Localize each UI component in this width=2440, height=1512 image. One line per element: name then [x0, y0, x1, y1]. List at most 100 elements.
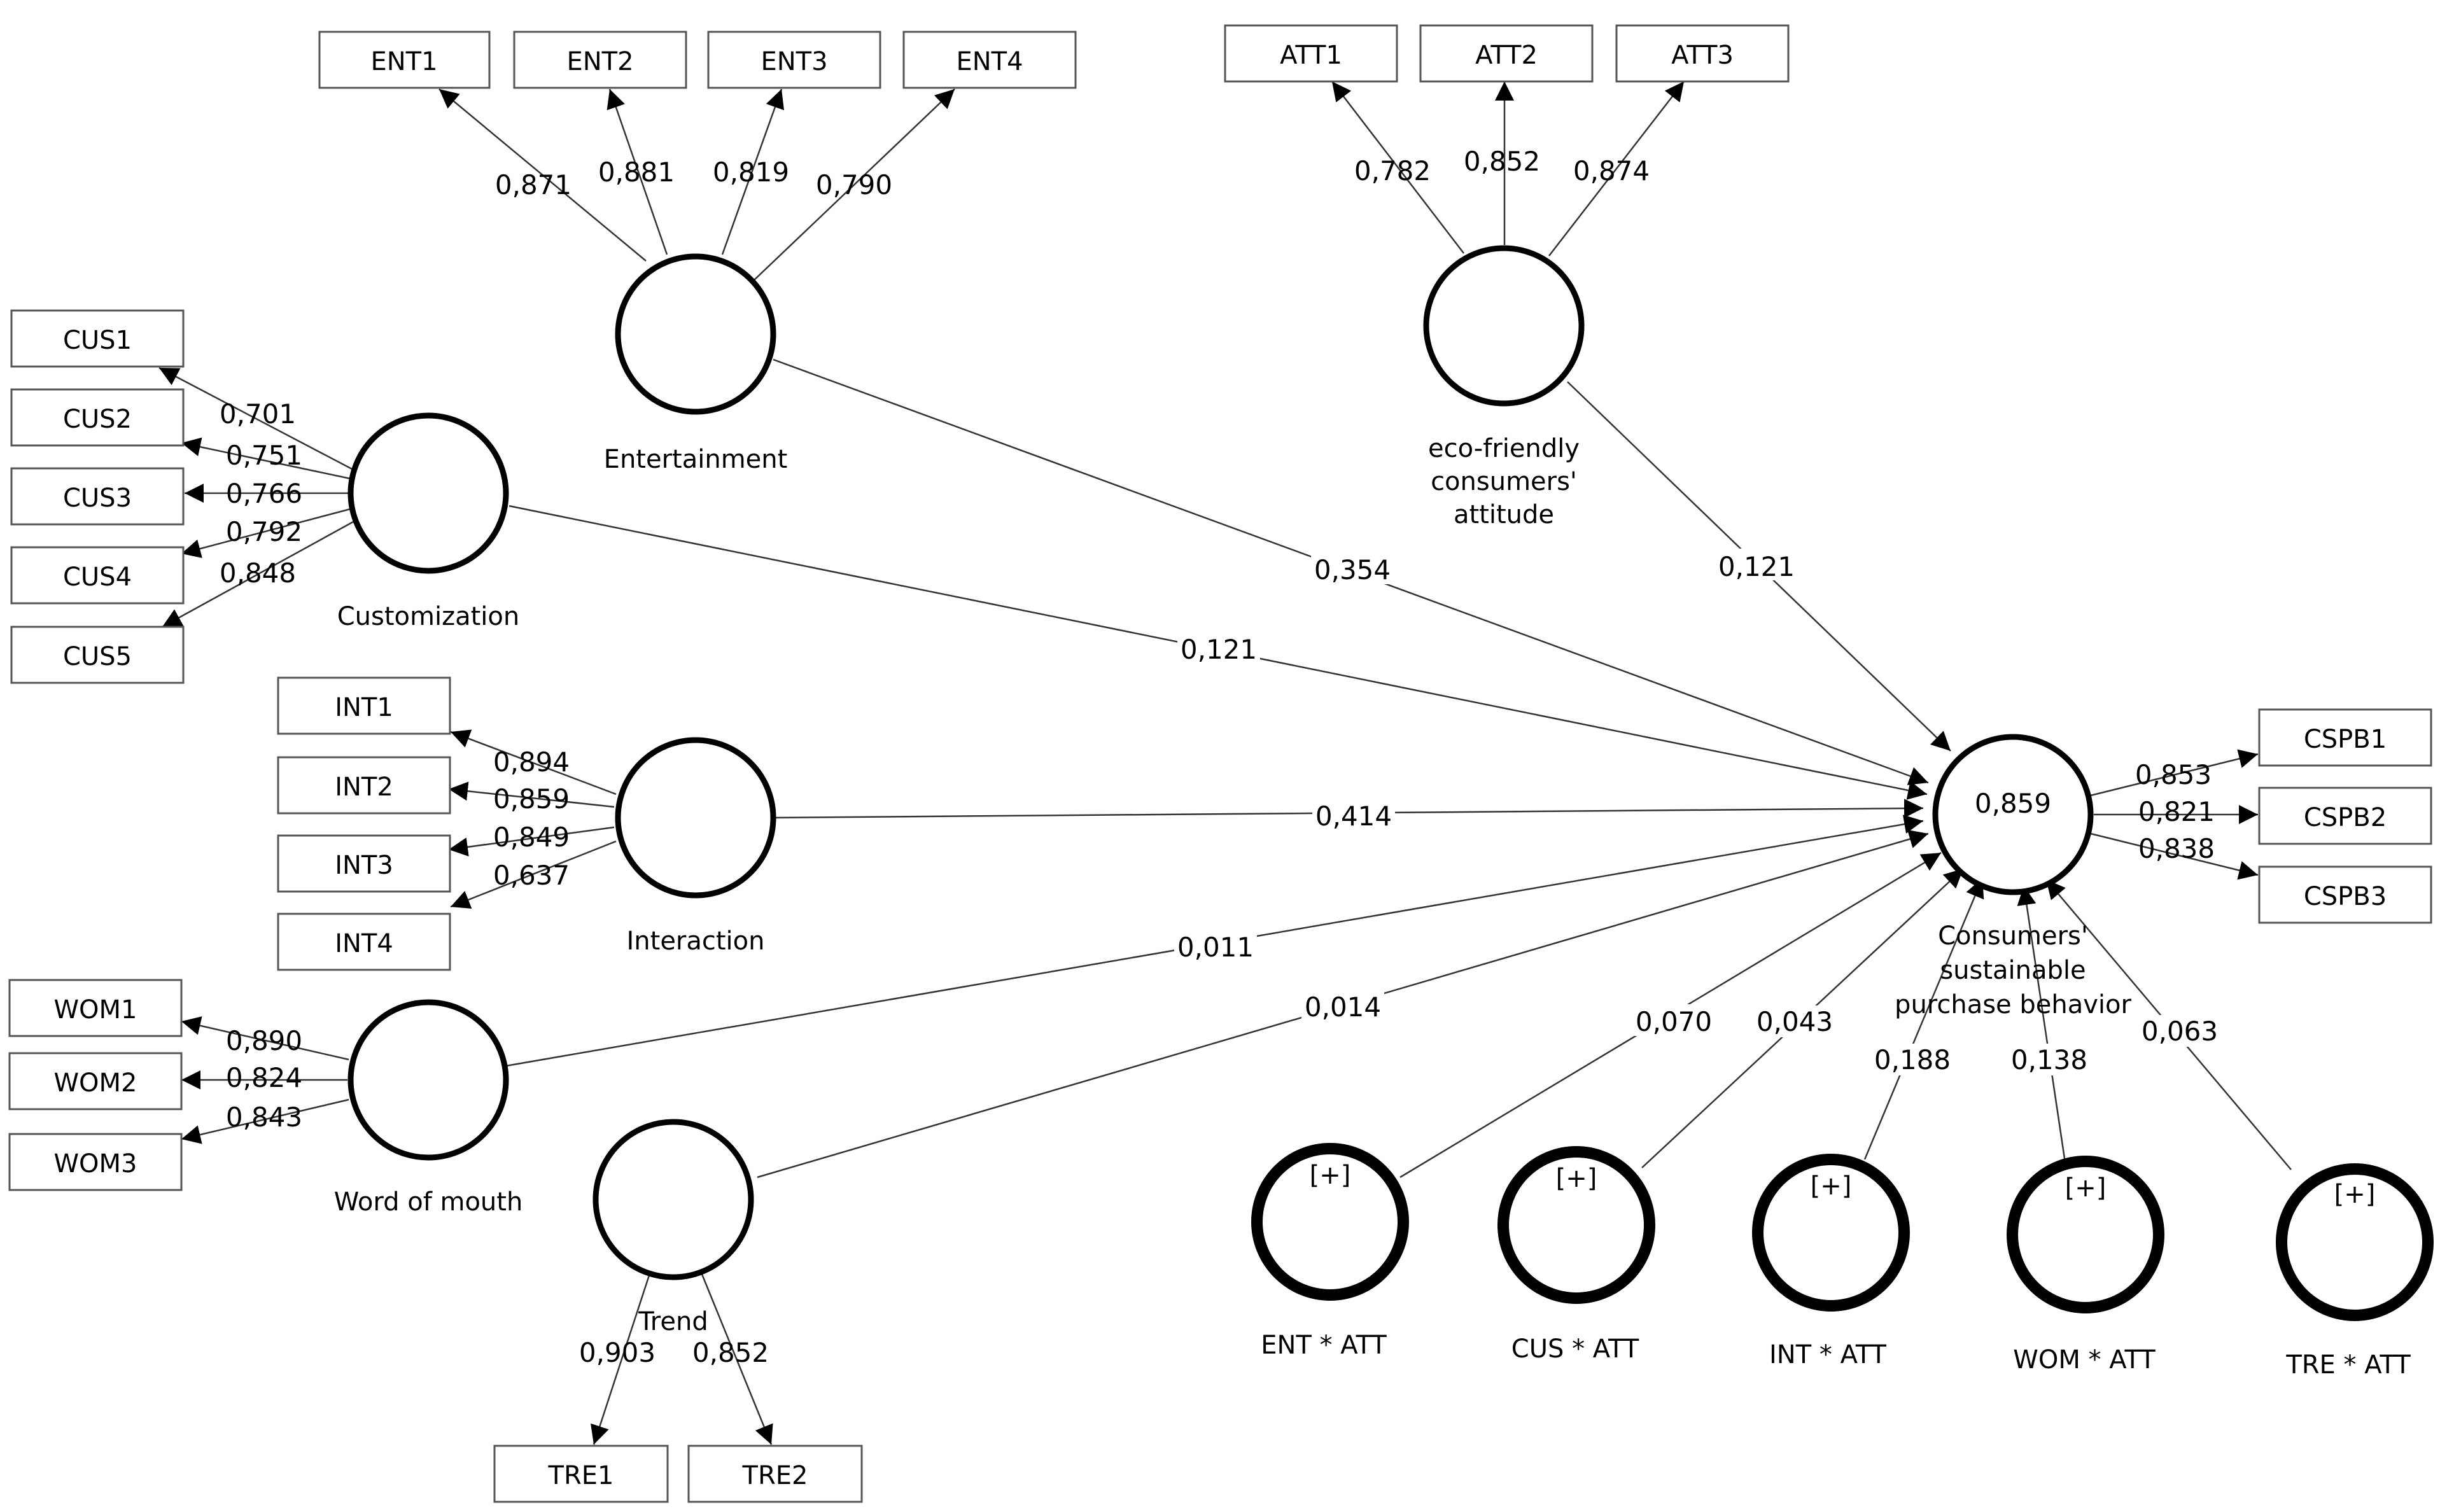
path-coefficient-cus: 0,121: [1181, 634, 1257, 665]
indicator-box: CSPB3: [2258, 865, 2432, 924]
path-coefficient-int: 0,414: [1315, 801, 1392, 832]
indicator-box: WOM2: [8, 1052, 183, 1110]
path-labels: 0,354 0,121 0,121 0,414 0,011 0,014 0,07…: [1174, 549, 2221, 1075]
path-coefficient-wom-att: 0,138: [2011, 1044, 2087, 1075]
latent-label: Trend: [638, 1307, 708, 1336]
indicator-box: CUS1: [10, 309, 185, 368]
latent-label: Word of mouth: [334, 1187, 523, 1217]
moderator-label: ENT * ATT: [1261, 1331, 1387, 1360]
indicator-box: TRE2: [687, 1445, 863, 1503]
loading-value: 0,790: [816, 169, 892, 200]
indicators-ent: ENT1 ENT2 ENT3 ENT4: [318, 31, 1077, 89]
indicator-box: ENT3: [707, 31, 881, 89]
loading-value: 0,821: [2138, 796, 2215, 827]
indicator-label: CSPB2: [2304, 803, 2387, 832]
indicator-label: TRE2: [742, 1461, 808, 1490]
indicator-label: WOM2: [54, 1068, 137, 1098]
indicator-box: ATT3: [1615, 24, 1790, 83]
loading-value: 0,852: [692, 1337, 769, 1368]
loading-edges: [158, 81, 2259, 1445]
latent-label: Consumers': [1938, 921, 2088, 951]
latent-interaction: Interaction: [615, 737, 776, 956]
moderator-int-att: [+] INT * ATT: [1752, 1154, 1910, 1369]
indicator-label: ENT4: [956, 47, 1023, 76]
loading-value: 0,838: [2138, 833, 2215, 864]
indicator-box: ENT1: [318, 31, 491, 89]
moderator-label: TRE * ATT: [2285, 1350, 2411, 1380]
indicator-box: INT3: [277, 834, 451, 893]
indicator-box: CSPB1: [2258, 708, 2432, 767]
path-coefficient-tre: 0,014: [1305, 991, 1381, 1023]
indicator-box: CUS5: [10, 626, 185, 684]
loading-value: 0,859: [493, 783, 570, 815]
loading-value: 0,819: [713, 157, 789, 188]
indicator-box: ATT1: [1224, 24, 1398, 83]
latent-word-of-mouth: Word of mouth: [334, 999, 523, 1217]
indicator-label: INT1: [335, 693, 393, 722]
loading-value: 0,881: [598, 157, 675, 188]
moderator-symbol: [+]: [2334, 1180, 2376, 1209]
path-coefficient-cus-att: 0,043: [1756, 1006, 1833, 1037]
loading-value: 0,849: [493, 822, 570, 853]
loading-value: 0,843: [226, 1102, 302, 1133]
indicator-box: ATT2: [1419, 24, 1594, 83]
indicator-label: WOM1: [54, 995, 137, 1025]
loading-value: 0,874: [1573, 155, 1650, 186]
indicator-label: CSPB3: [2304, 882, 2387, 911]
r-squared-value: 0,859: [1975, 788, 2051, 819]
moderator-symbol: [+]: [2065, 1173, 2107, 1203]
indicator-box: ENT4: [902, 31, 1077, 89]
indicators-att: ATT1 ATT2 ATT3: [1224, 24, 1790, 83]
path-coefficient-tre-att: 0,063: [2142, 1016, 2218, 1047]
latent-label: consumers': [1431, 467, 1577, 496]
indicator-label: TRE1: [548, 1461, 614, 1490]
latent-attitude: eco-friendly consumers' attitude: [1423, 245, 1585, 529]
moderator-label: WOM * ATT: [2013, 1345, 2156, 1375]
loading-value: 0,824: [226, 1062, 302, 1093]
indicator-label: INT3: [335, 851, 393, 880]
indicator-label: CUS2: [63, 405, 132, 434]
latent-label: eco-friendly: [1428, 434, 1580, 463]
indicators-tre: TRE1 TRE2: [493, 1445, 863, 1503]
path-coefficient-int-att: 0,188: [1874, 1044, 1951, 1075]
indicator-label: INT4: [335, 929, 393, 958]
indicator-label: CUS4: [63, 563, 132, 592]
indicator-label: WOM3: [54, 1149, 137, 1179]
indicator-box: CUS4: [10, 546, 185, 605]
indicator-label: ENT1: [370, 47, 437, 76]
loading-value: 0,637: [493, 860, 570, 891]
moderator-wom-att: [+] WOM * ATT: [2007, 1156, 2164, 1375]
moderator-symbol: [+]: [1310, 1161, 1351, 1190]
indicator-box: CSPB2: [2258, 787, 2432, 845]
latent-label: purchase behavior: [1895, 990, 2131, 1019]
indicator-box: WOM1: [8, 979, 183, 1037]
latent-outcome: 0,859 Consumers' sustainable purchase be…: [1895, 734, 2131, 1019]
indicator-label: CUS1: [63, 326, 132, 355]
loading-value: 0,848: [220, 557, 296, 589]
moderator-symbol: [+]: [1811, 1172, 1852, 1201]
latent-entertainment: Entertainment: [604, 253, 787, 474]
indicator-box: INT1: [277, 676, 451, 735]
loading-value: 0,890: [226, 1025, 302, 1056]
latent-customization: Customization: [337, 412, 519, 631]
latent-label: Customization: [337, 602, 519, 631]
indicator-label: CUS5: [63, 642, 132, 671]
path-coefficient-ent: 0,354: [1314, 554, 1391, 585]
path-coefficient-att: 0,121: [1718, 551, 1795, 582]
indicator-label: ATT3: [1671, 41, 1734, 70]
latent-label: Interaction: [626, 927, 764, 956]
loading-value: 0,903: [579, 1337, 656, 1368]
moderator-label: INT * ATT: [1769, 1340, 1887, 1369]
latent-label: attitude: [1454, 500, 1554, 529]
indicator-box: WOM3: [8, 1133, 183, 1191]
loading-value: 0,782: [1354, 155, 1431, 186]
indicators-cus: CUS1 CUS2 CUS3 CUS4 CUS5: [10, 309, 185, 684]
path-coefficient-ent-att: 0,070: [1636, 1006, 1712, 1037]
indicator-box: INT2: [277, 756, 451, 815]
moderator-label: CUS * ATT: [1511, 1334, 1639, 1364]
loading-value: 0,853: [2135, 759, 2212, 790]
indicator-box: TRE1: [493, 1445, 669, 1503]
loading-value: 0,792: [226, 516, 302, 547]
path-coefficient-wom: 0,011: [1177, 932, 1254, 963]
